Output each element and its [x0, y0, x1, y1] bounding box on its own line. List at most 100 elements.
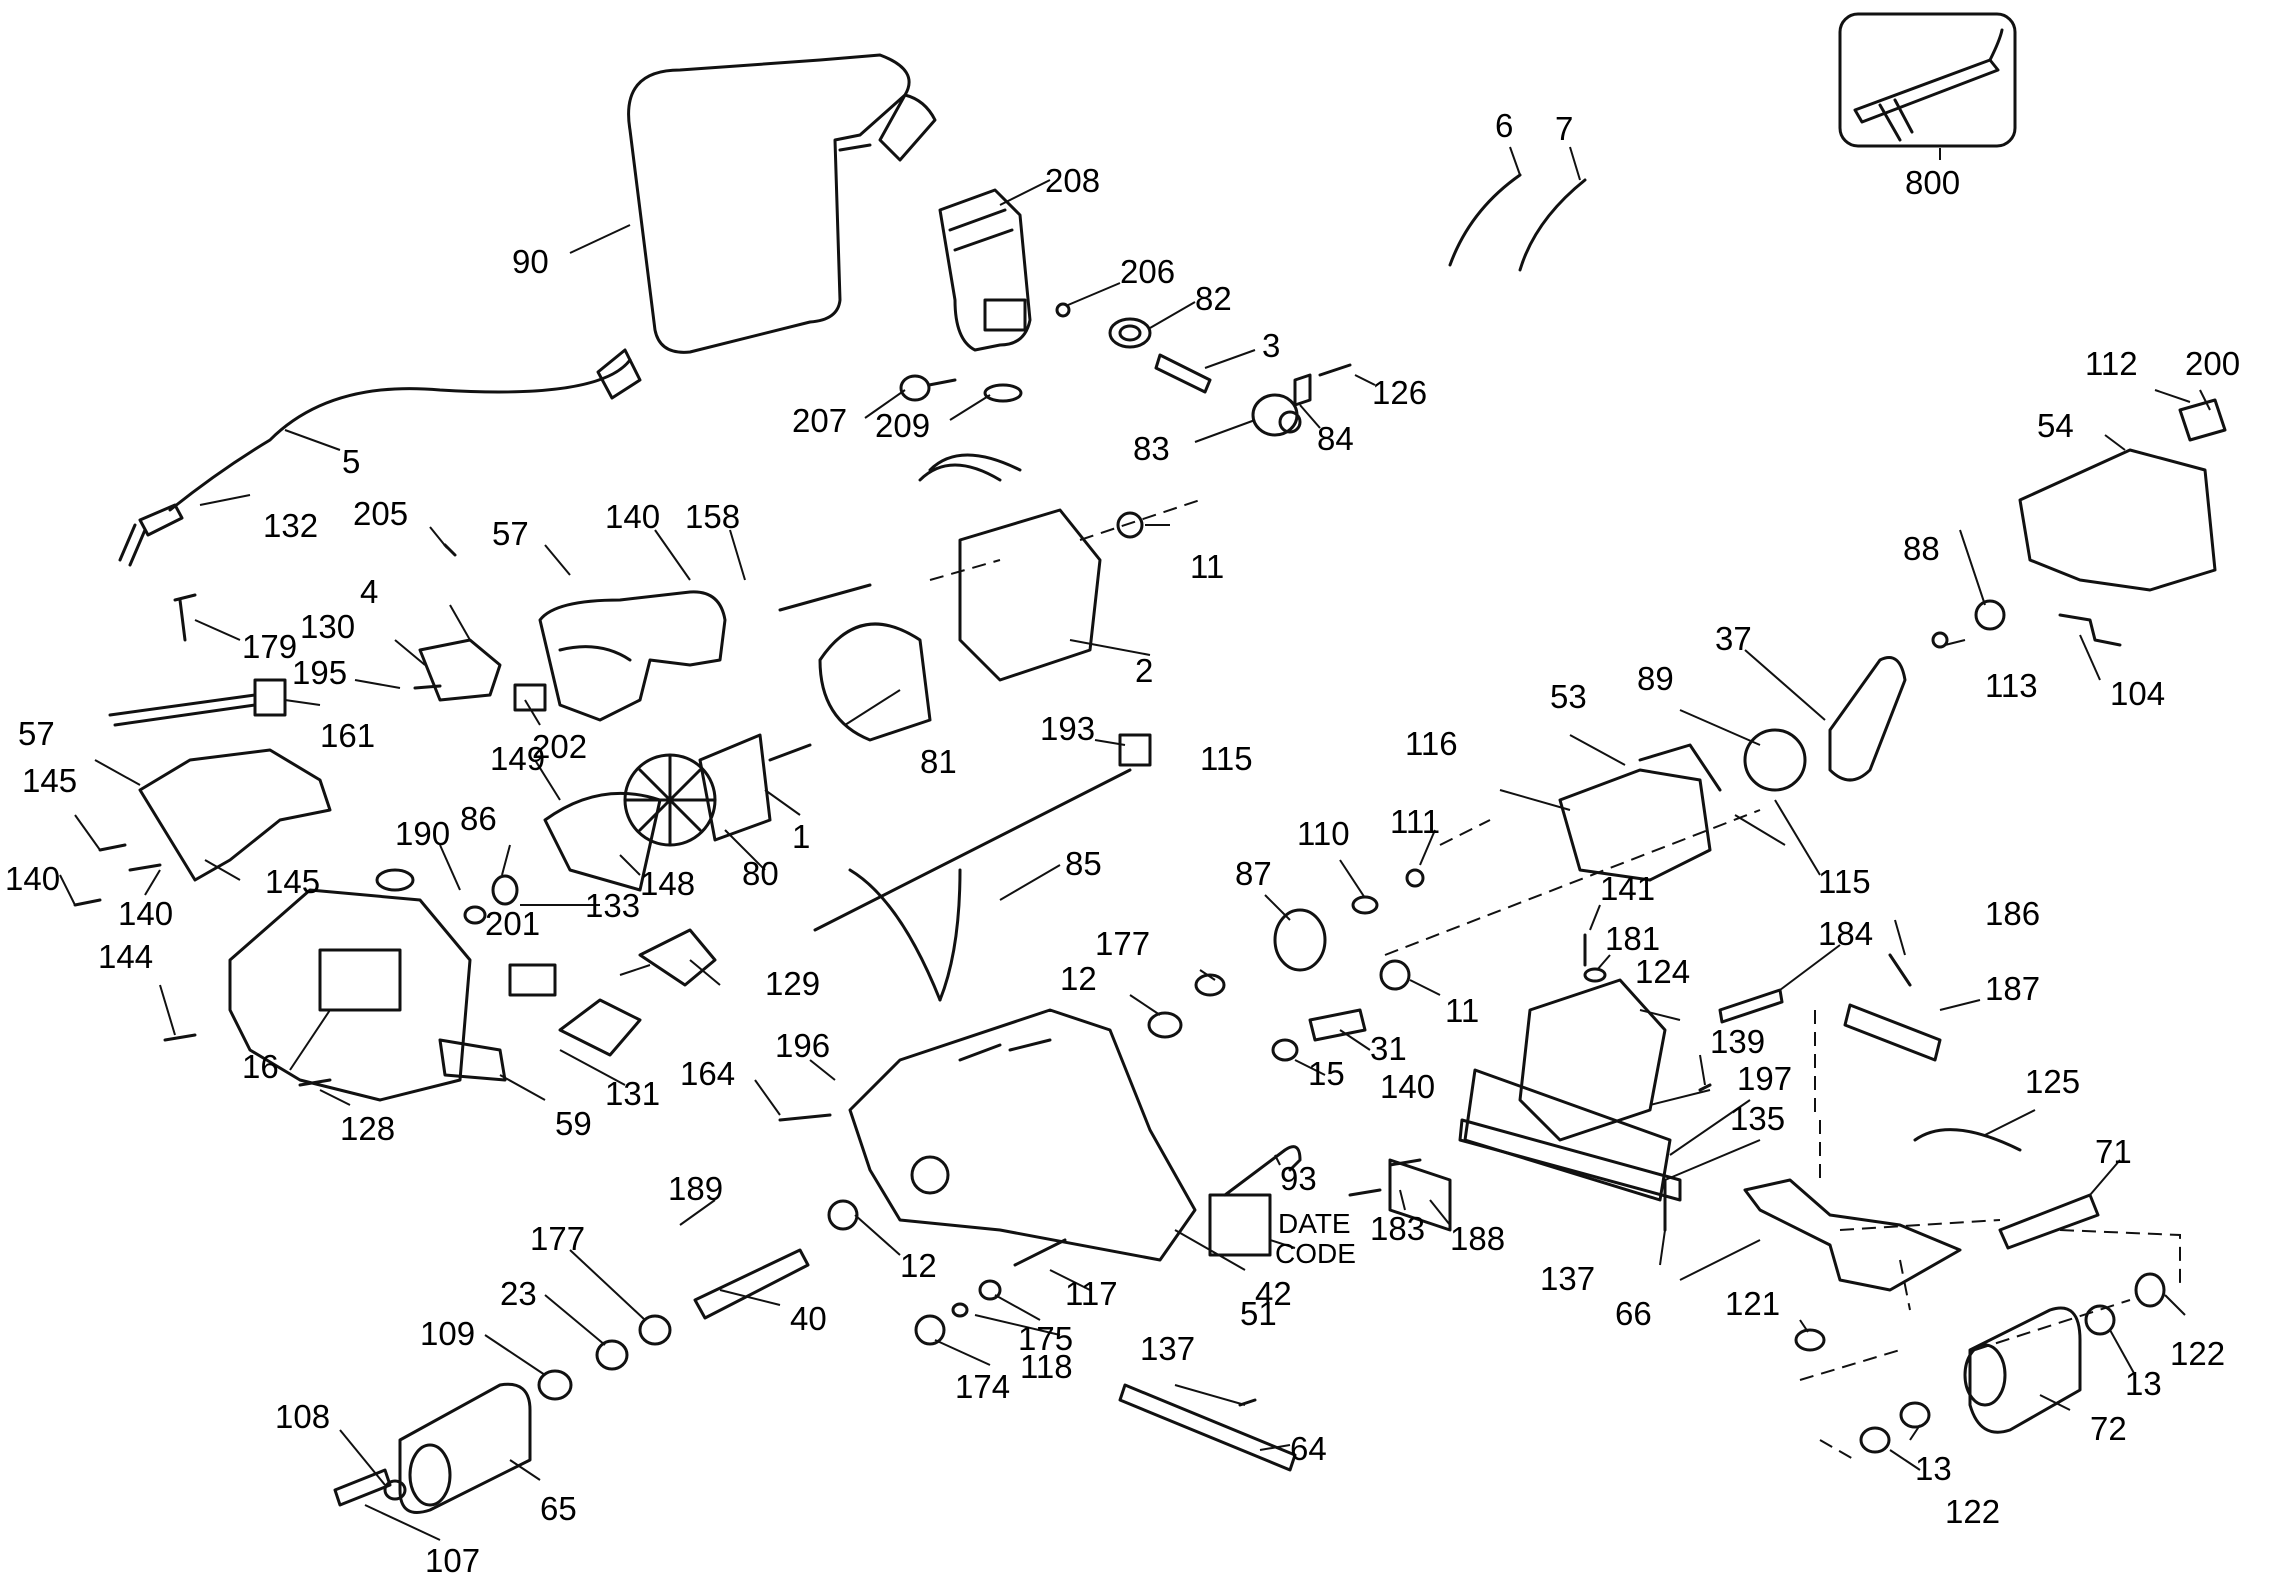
callout-16: 16	[242, 1048, 279, 1085]
callout-183: 183	[1370, 1210, 1425, 1247]
inset-box-800	[1838, 12, 2017, 148]
callout-2: 2	[1135, 652, 1153, 689]
callout-104: 104	[2110, 675, 2165, 712]
callout-174: 174	[955, 1368, 1010, 1405]
callout-107: 107	[425, 1542, 480, 1579]
motor-housing-51	[848, 1008, 1197, 1262]
callout-112: 112	[2085, 345, 2138, 382]
callout-135: 135	[1730, 1100, 1785, 1137]
callout-54: 54	[2037, 407, 2074, 444]
callout-184: 184	[1818, 915, 1873, 952]
callout-57: 57	[492, 515, 529, 552]
callout-82: 82	[1195, 280, 1232, 317]
callout-175: 175	[1018, 1320, 1073, 1357]
callout-133: 133	[585, 887, 640, 924]
callout-53: 53	[1550, 678, 1587, 715]
callout-6: 6	[1495, 107, 1513, 144]
callout-205: 205	[353, 495, 408, 532]
roller-65	[398, 1382, 532, 1514]
callout-37: 37	[1715, 620, 1752, 657]
callout-117: 117	[1065, 1275, 1118, 1312]
baffle-81	[818, 622, 932, 742]
callout-207: 207	[792, 402, 847, 439]
callout-59: 59	[555, 1105, 592, 1142]
pulley-89	[1743, 728, 1807, 792]
callout-201: 201	[485, 905, 540, 942]
callout-113: 113	[1985, 667, 2038, 704]
handle-half-57-left	[138, 748, 332, 882]
callout-13-b: 13	[1915, 1450, 1952, 1487]
callout-23: 23	[500, 1275, 537, 1312]
roller-72	[1968, 1306, 2082, 1434]
callout-11-b: 11	[1445, 992, 1479, 1029]
shaft-71	[1998, 1193, 2100, 1250]
callout-115-b: 115	[1818, 863, 1871, 900]
callout-181: 181	[1605, 920, 1660, 957]
callout-31: 31	[1370, 1030, 1407, 1067]
callout-139: 139	[1710, 1023, 1765, 1060]
field-2	[958, 508, 1102, 682]
date-code-label-line1: DATE	[1278, 1208, 1351, 1239]
callout-140-left: 140	[5, 860, 60, 897]
callout-7: 7	[1555, 110, 1573, 147]
callout-137-b: 137	[1140, 1330, 1195, 1367]
dust-port-208	[938, 188, 1032, 352]
callout-labels: 800 6 7 208 206 82 90 3 126 84 83 207 20…	[5, 107, 2240, 1579]
callout-11: 11	[1190, 548, 1224, 585]
callout-42: 42	[1255, 1275, 1292, 1312]
callout-86: 86	[460, 800, 497, 837]
callout-189: 189	[668, 1170, 723, 1207]
callout-196: 196	[775, 1027, 830, 1064]
callout-125: 125	[2025, 1063, 2080, 1100]
callout-122: 122	[2170, 1335, 2225, 1372]
plate-64	[1118, 1383, 1297, 1472]
callout-88: 88	[1903, 530, 1940, 567]
callout-193: 193	[1040, 710, 1095, 747]
callout-195: 195	[292, 654, 347, 691]
callout-85: 85	[1065, 845, 1102, 882]
callout-89: 89	[1637, 660, 1674, 697]
callout-186: 186	[1985, 895, 2040, 932]
callout-4: 4	[360, 573, 378, 610]
gear-87	[1273, 908, 1327, 972]
callout-126: 126	[1372, 374, 1427, 411]
callout-129: 129	[765, 965, 820, 1002]
callout-121: 121	[1725, 1285, 1780, 1322]
callout-187: 187	[1985, 970, 2040, 1007]
callout-93: 93	[1280, 1160, 1317, 1197]
frame-66	[1743, 1178, 1962, 1292]
callout-12: 12	[1060, 960, 1097, 997]
callout-131: 131	[605, 1075, 660, 1112]
housing-16	[228, 888, 472, 1102]
callout-40: 40	[790, 1300, 827, 1337]
callout-57-left: 57	[18, 715, 55, 752]
date-code-box-42	[1208, 1193, 1272, 1257]
callout-81: 81	[920, 743, 957, 780]
callout-12-b: 12	[900, 1247, 937, 1284]
callout-1: 1	[792, 818, 810, 855]
callout-202: 202	[532, 728, 587, 765]
callout-206: 206	[1120, 253, 1175, 290]
callout-118: 118	[1020, 1348, 1073, 1385]
callout-111: 111	[1390, 803, 1440, 840]
callout-145: 145	[22, 762, 77, 799]
callout-197: 197	[1737, 1060, 1792, 1097]
callout-149: 149	[490, 740, 545, 777]
callout-65: 65	[540, 1490, 577, 1527]
callout-110: 110	[1297, 815, 1350, 852]
callout-90: 90	[512, 243, 549, 280]
shaft-40	[693, 1248, 810, 1320]
callout-188: 188	[1450, 1220, 1505, 1257]
callout-144: 144	[98, 938, 153, 975]
callout-72: 72	[2090, 1410, 2127, 1447]
callout-209: 209	[875, 407, 930, 444]
callout-190: 190	[395, 815, 450, 852]
callout-137: 137	[1540, 1260, 1595, 1297]
parts-linework	[73, 12, 2227, 1514]
platen-124	[1518, 978, 1667, 1142]
callout-177: 177	[1095, 925, 1150, 962]
callout-109: 109	[420, 1315, 475, 1352]
date-code-label-line2: CODE	[1275, 1238, 1356, 1269]
handle-half-57	[538, 590, 727, 722]
